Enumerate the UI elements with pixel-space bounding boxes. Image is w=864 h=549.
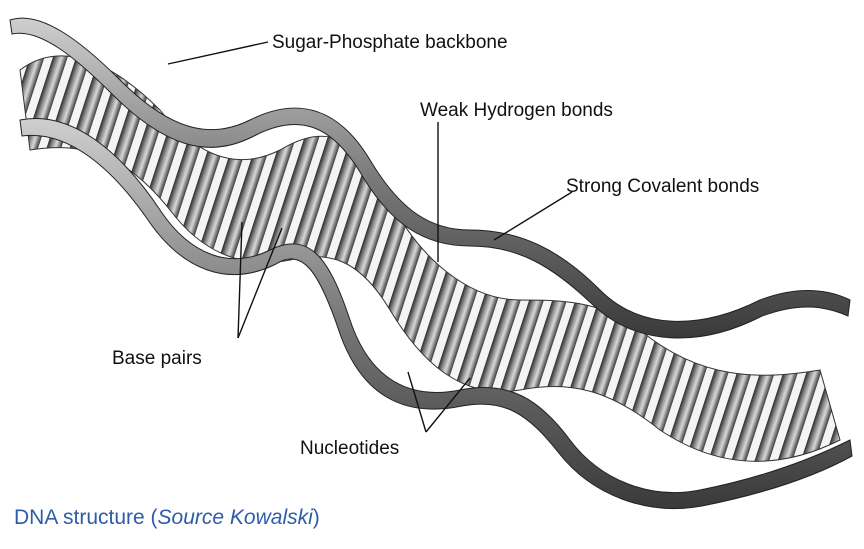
- figure-caption: DNA structure (Source Kowalski): [14, 506, 320, 530]
- caption-prefix: DNA structure (: [14, 506, 158, 529]
- label-base-pairs: Base pairs: [112, 348, 202, 369]
- label-nucleotides: Nucleotides: [300, 438, 399, 459]
- leader-sugar-phosphate: [168, 42, 268, 64]
- leader-strong-covalent: [494, 192, 572, 240]
- caption-suffix: ): [313, 506, 320, 529]
- caption-source: Source Kowalski: [158, 506, 313, 529]
- label-strong-covalent-bonds: Strong Covalent bonds: [566, 176, 759, 197]
- label-sugar-phosphate-backbone: Sugar-Phosphate backbone: [272, 32, 508, 53]
- label-weak-hydrogen-bonds: Weak Hydrogen bonds: [420, 100, 613, 121]
